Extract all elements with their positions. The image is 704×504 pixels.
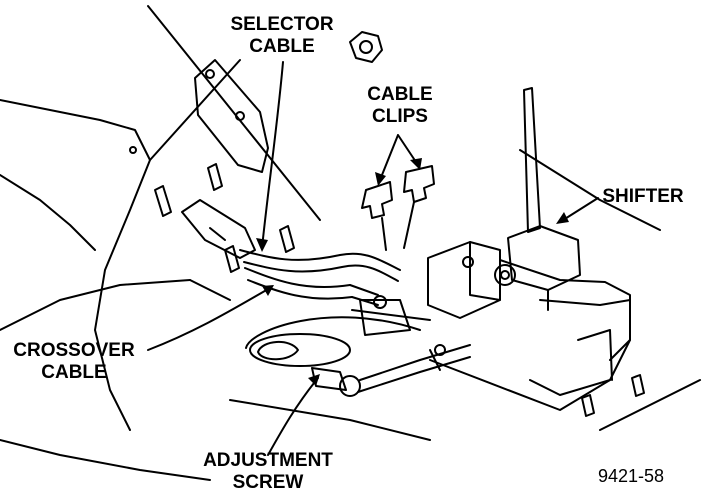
adjustment-screw-label-line2: SCREW <box>232 472 304 493</box>
cable-clips <box>361 165 435 251</box>
adjustment-screw-label-line1: ADJUSTMENT <box>203 450 333 471</box>
mounting-studs <box>154 163 645 417</box>
cable-clips-label: CABLE CLIPS <box>350 84 450 128</box>
selector-cable-label-line2: CABLE <box>249 36 315 57</box>
shifter-label-text: SHIFTER <box>602 186 684 207</box>
arrow-heads <box>256 158 569 386</box>
selector-cable-label: SELECTOR CABLE <box>222 14 342 58</box>
leader-lines <box>147 61 599 456</box>
shifter-lever <box>494 87 581 311</box>
cable-clips-label-line1: CABLE <box>367 84 433 105</box>
adjustment-screw-assembly <box>245 316 471 397</box>
shifter-housing <box>427 241 631 411</box>
selector-cable-label-line1: SELECTOR <box>230 14 334 35</box>
crossover-cable-label-line1: CROSSOVER <box>13 340 135 361</box>
crossover-cable-label: CROSSOVER CABLE <box>4 340 144 384</box>
cable-bracket <box>181 199 256 259</box>
shifter-label: SHIFTER <box>590 186 696 208</box>
adjustment-screw-label: ADJUSTMENT SCREW <box>188 450 348 494</box>
hex-nut <box>349 31 383 63</box>
selector-cable <box>239 249 401 282</box>
floor-pan <box>0 59 701 481</box>
figure-number: 9421-58 <box>598 466 665 486</box>
mounting-bracket <box>129 59 269 173</box>
crossover-cable-label-line2: CABLE <box>41 362 107 383</box>
column-rod <box>147 5 321 221</box>
cable-clips-label-line2: CLIPS <box>372 106 428 127</box>
selector-lever <box>351 295 446 356</box>
